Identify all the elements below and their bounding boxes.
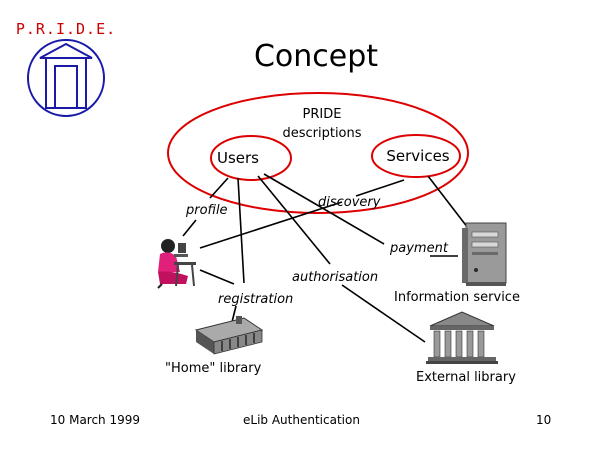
line-users-registration bbox=[237, 177, 245, 284]
users-label: Users bbox=[217, 149, 259, 167]
connector-lines bbox=[182, 173, 469, 343]
footer-center: eLib Authentication bbox=[243, 413, 360, 427]
line-users-authorisation bbox=[257, 175, 331, 265]
line-users-payment bbox=[263, 173, 385, 245]
information-service-label: Information service bbox=[394, 290, 520, 305]
user-person-icon bbox=[157, 239, 196, 289]
logo-text: P.R.I.D.E. bbox=[16, 20, 116, 38]
logo-door-inner bbox=[54, 65, 78, 109]
line-person-registration bbox=[199, 269, 235, 285]
line-registration-home bbox=[231, 305, 237, 323]
edge-label-payment: payment bbox=[389, 241, 449, 256]
logo-circle bbox=[27, 39, 105, 117]
services-label: Services bbox=[386, 147, 449, 165]
edge-label-profile: profile bbox=[185, 203, 228, 218]
pride-label: PRIDE bbox=[303, 107, 342, 122]
line-users-profile bbox=[209, 177, 229, 199]
pride-descriptions-ellipse bbox=[167, 92, 469, 214]
home-library-label: "Home" library bbox=[165, 361, 262, 376]
edge-label-discovery: discovery bbox=[318, 195, 381, 210]
footer-page-number: 10 bbox=[536, 413, 552, 427]
pride-logo: P.R.I.D.E. bbox=[16, 20, 116, 117]
footer-date: 10 March 1999 bbox=[50, 413, 141, 427]
line-profile-person bbox=[182, 219, 197, 237]
server-icon bbox=[462, 222, 507, 286]
users-ellipse bbox=[210, 135, 292, 181]
external-library-icon bbox=[426, 311, 498, 364]
services-ellipse bbox=[371, 134, 461, 178]
edge-label-registration: registration bbox=[218, 292, 293, 307]
edge-label-authorisation: authorisation bbox=[292, 270, 378, 285]
external-library-label: External library bbox=[416, 370, 516, 385]
line-authorisation-external bbox=[341, 284, 426, 343]
line-services-infoservice bbox=[427, 175, 469, 229]
slide-title: Concept bbox=[254, 39, 378, 74]
descriptions-label: descriptions bbox=[282, 126, 361, 141]
line-discovery-services bbox=[355, 179, 405, 197]
line-person-discovery bbox=[199, 201, 343, 249]
home-library-icon bbox=[194, 316, 264, 355]
